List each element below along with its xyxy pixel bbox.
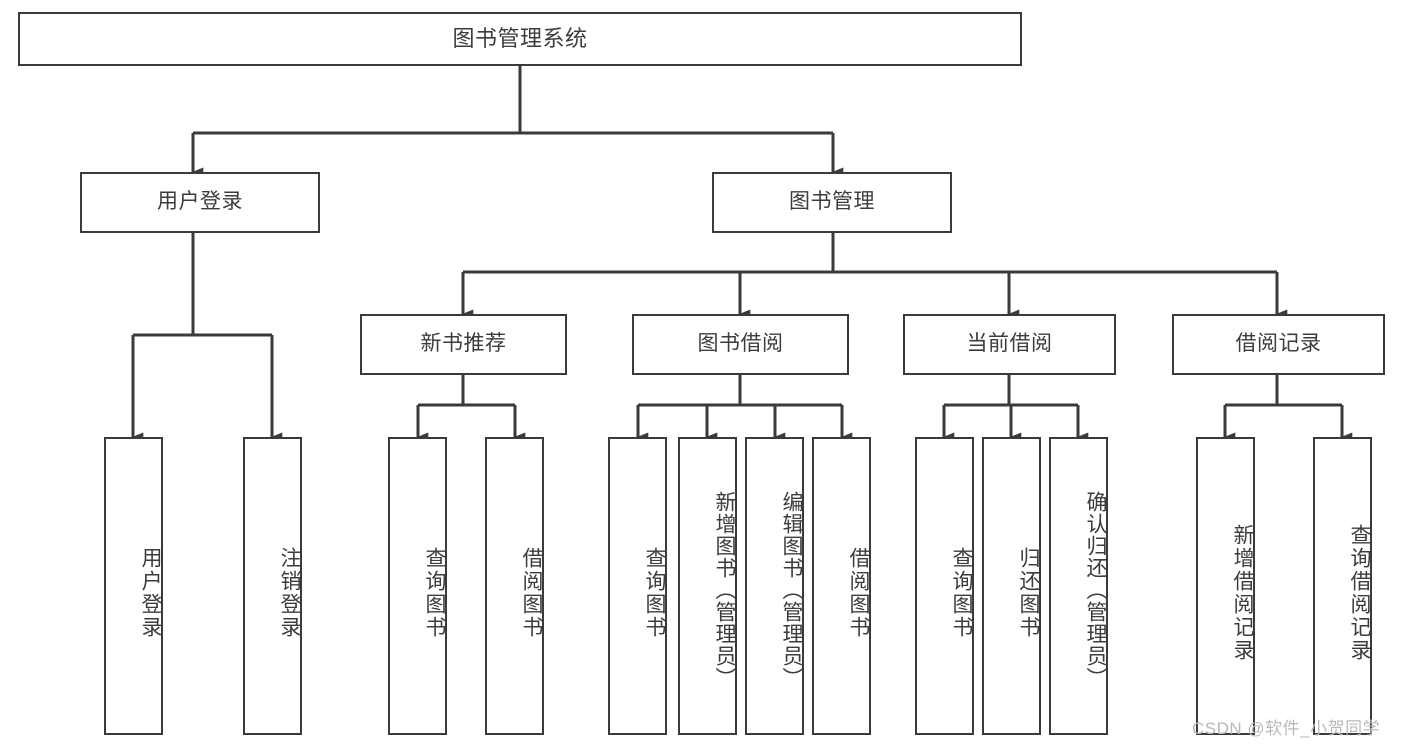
- node-label: 新增图书（管理员）: [713, 491, 736, 689]
- node-label: 查询图书: [423, 547, 446, 639]
- node-book-management[interactable]: 图书管理: [712, 172, 952, 233]
- node-label: 新增借阅记录: [1231, 524, 1254, 662]
- node-label: 编辑图书（管理员）: [780, 491, 803, 689]
- node-label: 确认归还（管理员）: [1084, 491, 1107, 689]
- node-label: 用户登录: [139, 547, 162, 639]
- csdn-watermark: CSDN @软件_小贺同学: [1192, 719, 1381, 738]
- node-label: 图书管理系统: [452, 26, 588, 52]
- node-leaf-borrow-book-1[interactable]: 借阅图书: [485, 437, 544, 735]
- node-label: 图书管理: [789, 190, 875, 214]
- node-label: 当前借阅: [966, 332, 1053, 356]
- node-leaf-edit-book-admin[interactable]: 编辑图书（管理员）: [745, 437, 804, 735]
- node-label: 用户登录: [157, 190, 243, 214]
- node-book-management-system[interactable]: 图书管理系统: [18, 12, 1022, 66]
- node-leaf-query-book-1[interactable]: 查询图书: [388, 437, 447, 735]
- node-label: 查询借阅记录: [1348, 524, 1371, 662]
- node-leaf-query-book-3[interactable]: 查询图书: [915, 437, 974, 735]
- node-leaf-return-book[interactable]: 归还图书: [982, 437, 1041, 735]
- node-current-borrow[interactable]: 当前借阅: [903, 314, 1116, 375]
- node-label: 归还图书: [1017, 547, 1040, 639]
- node-leaf-add-book-admin[interactable]: 新增图书（管理员）: [678, 437, 737, 735]
- node-leaf-query-borrow-record[interactable]: 查询借阅记录: [1313, 437, 1372, 735]
- node-label: 借阅记录: [1235, 332, 1322, 356]
- node-label: 查询图书: [643, 547, 666, 639]
- node-borrow-record[interactable]: 借阅记录: [1172, 314, 1385, 375]
- node-leaf-logout-login[interactable]: 注销登录: [243, 437, 302, 735]
- node-label: 图书借阅: [697, 332, 784, 356]
- node-leaf-query-book-2[interactable]: 查询图书: [608, 437, 667, 735]
- node-label: 查询图书: [950, 547, 973, 639]
- node-label: 借阅图书: [847, 547, 870, 639]
- node-book-borrow[interactable]: 图书借阅: [632, 314, 849, 375]
- node-user-login[interactable]: 用户登录: [80, 172, 320, 233]
- node-leaf-borrow-book-2[interactable]: 借阅图书: [812, 437, 871, 735]
- node-label: 注销登录: [278, 547, 301, 639]
- node-leaf-confirm-return-admin[interactable]: 确认归还（管理员）: [1049, 437, 1108, 735]
- node-leaf-add-borrow-record[interactable]: 新增借阅记录: [1196, 437, 1255, 735]
- node-leaf-user-login[interactable]: 用户登录: [104, 437, 163, 735]
- node-label: 借阅图书: [520, 547, 543, 639]
- node-label: 新书推荐: [420, 332, 507, 356]
- node-new-book-recommend[interactable]: 新书推荐: [360, 314, 567, 375]
